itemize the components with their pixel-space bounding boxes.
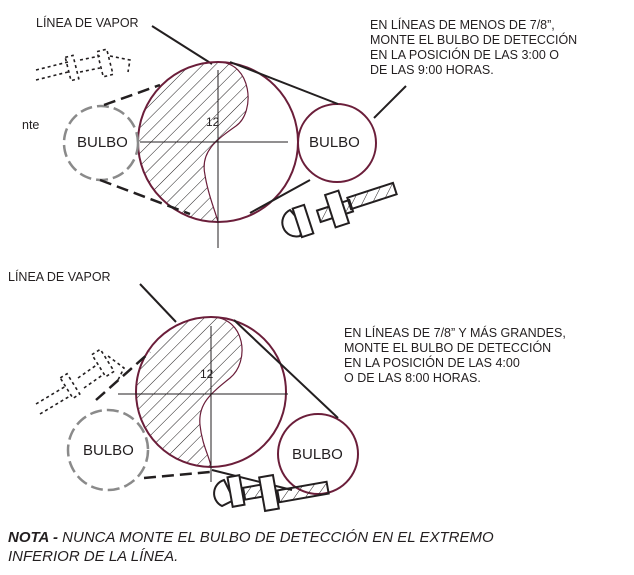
strap-bottom-2 <box>211 469 293 491</box>
clamp-screw-1 <box>281 181 398 239</box>
dashed-strap-top-2 <box>95 351 151 401</box>
clamp-screw-2 <box>213 473 330 513</box>
dashed-clamp-screw-1 <box>35 48 131 82</box>
instruction-line: EN LÍNEAS DE MENOS DE 7/8”, <box>370 18 555 32</box>
note-line-2: INFERIOR DE LA LÍNEA. <box>8 548 179 565</box>
vapor-line-label-2: LÍNEA DE VAPOR <box>8 270 111 284</box>
instruction-line: O DE LAS 8:00 HORAS. <box>344 371 481 385</box>
instruction-line: MONTE EL BULBO DE DETECCIÓN <box>344 341 552 355</box>
figure-2: 12 <box>35 283 359 513</box>
dashed-strap-top-1 <box>103 83 161 107</box>
pipe-hatch-2 <box>136 317 243 467</box>
strap-bottom-1 <box>249 179 311 214</box>
bulb-left-label-1: BULBO <box>77 134 128 151</box>
note-prefix: NOTA - <box>8 529 58 546</box>
vapor-line-leader-1 <box>151 25 213 65</box>
side-fragment-text: nte <box>22 118 40 132</box>
instruction-line: DE LAS 9:00 HORAS. <box>370 63 494 77</box>
clock-12-label-2: 12 <box>200 367 214 381</box>
strap-top-1 <box>229 61 339 105</box>
dashed-strap-bottom-1 <box>99 178 191 216</box>
dashed-strap-bottom-2 <box>143 470 211 480</box>
dashed-clamp-screw-2 <box>35 348 126 415</box>
strap-top-2 <box>233 319 339 419</box>
bulb-left-2 <box>66 408 150 492</box>
instruction-line: MONTE EL BULBO DE DETECCIÓN <box>370 33 578 47</box>
vapor-line-leader-2 <box>139 283 177 323</box>
bulb-right-label-1: BULBO <box>309 134 360 151</box>
instruction-leader-1 <box>373 85 407 119</box>
bulb-left-label-2: BULBO <box>83 442 134 459</box>
figure-1: 12 <box>35 25 407 248</box>
instruction-line: EN LÍNEAS DE 7/8” Y MÁS GRANDES, <box>344 326 566 340</box>
note-line-1: NUNCA MONTE EL BULBO DE DETECCIÓN EN EL … <box>62 529 494 546</box>
instruction-line: EN LA POSICIÓN DE LAS 4:00 <box>344 356 520 370</box>
vapor-line-label-1: LÍNEA DE VAPOR <box>36 16 139 30</box>
instruction-text-1: EN LÍNEAS DE MENOS DE 7/8”, MONTE EL BUL… <box>370 18 577 78</box>
bulb-right-label-2: BULBO <box>292 446 343 463</box>
clock-12-label-1: 12 <box>206 115 220 129</box>
instruction-text-2: EN LÍNEAS DE 7/8” Y MÁS GRANDES, MONTE E… <box>344 326 566 386</box>
instruction-line: EN LA POSICIÓN DE LAS 3:00 O <box>370 48 559 62</box>
warning-note: NOTA - NUNCA MONTE EL BULBO DE DETECCIÓN… <box>8 528 634 566</box>
